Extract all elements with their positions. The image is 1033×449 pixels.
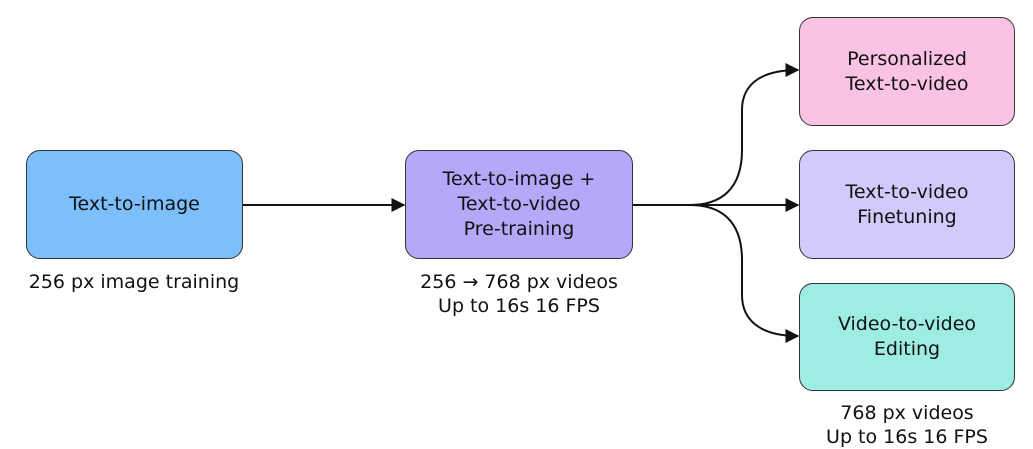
node-label-line: Text-to-video: [457, 193, 581, 215]
node-label-line: Pre-training: [463, 218, 575, 240]
node-label-line: Personalized: [847, 47, 967, 70]
caption-line: 768 px videos: [840, 402, 974, 424]
node-label-line: Text-to-image: [69, 193, 200, 215]
caption-line: 256 → 768 px videos: [420, 271, 618, 293]
node-label-line: Video-to-video: [837, 313, 977, 335]
caption-line: 256 px image training: [28, 271, 240, 293]
node-label-line: Text-to-video: [845, 72, 969, 95]
node-label-line: Finetuning: [857, 205, 957, 228]
arrow-pretraining-to-editing: [689, 204, 800, 343]
caption-line: Up to 16s 16 FPS: [826, 426, 988, 448]
caption-line: Up to 16s 16 FPS: [438, 295, 600, 317]
node-label-line: Text-to-image +: [442, 168, 596, 190]
node-label-line: Editing: [873, 338, 941, 360]
arrow-pretraining-to-personalized: [633, 63, 800, 206]
node-text-to-image: Text-to-image: [26, 150, 243, 259]
caption-text-to-image: 256 px image training: [14, 270, 254, 294]
node-label-line: Text-to-video: [845, 180, 969, 203]
